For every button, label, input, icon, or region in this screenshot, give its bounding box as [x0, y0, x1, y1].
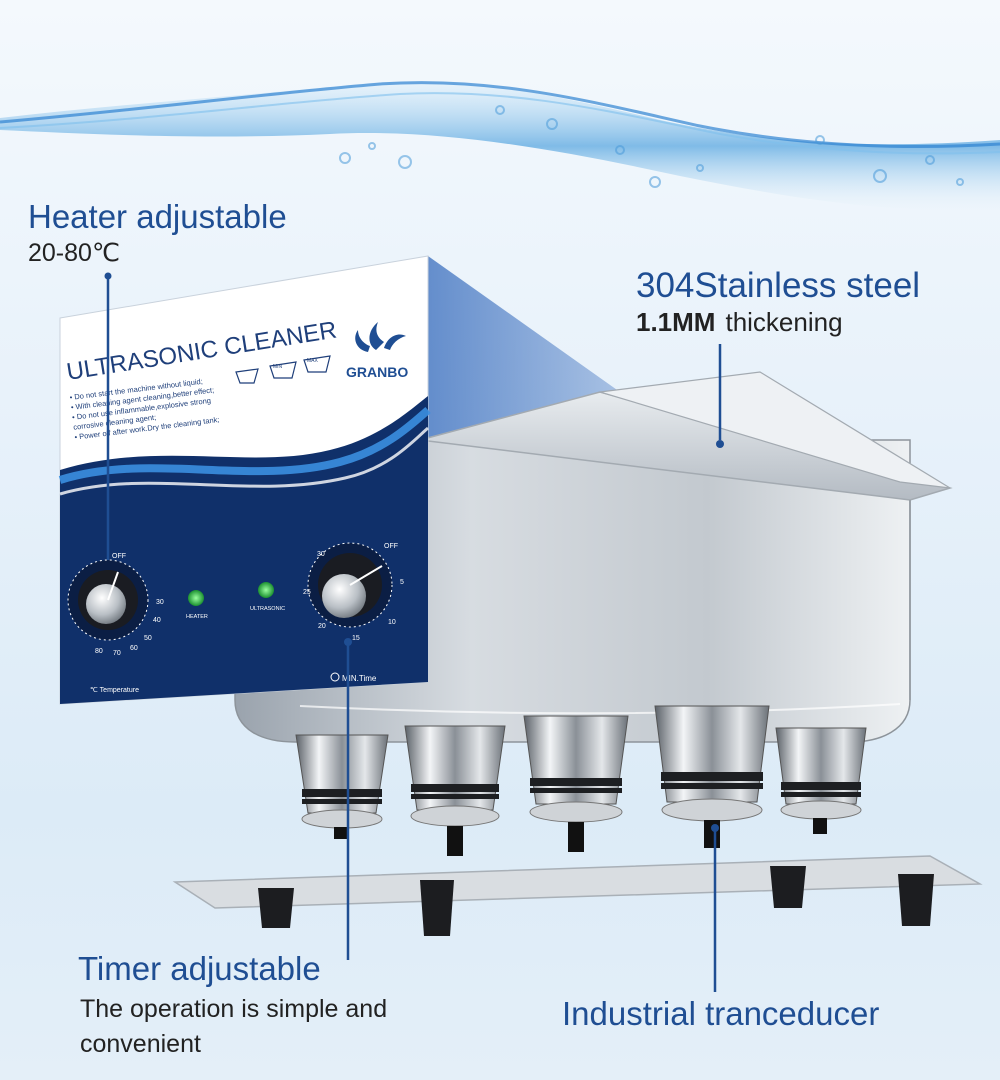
temp-mark: 70 [113, 650, 121, 657]
transducer [654, 705, 770, 848]
steel-thickness-suffix: thickening [725, 307, 843, 337]
temperature-dial[interactable]: OFF 30 40 50 60 70 80 [67, 553, 164, 657]
timer-mark: 20 [318, 623, 326, 630]
temperature-label: ℃ Temperature [90, 687, 139, 694]
clock-icon [330, 672, 340, 682]
water-wave [0, 81, 1000, 211]
temp-mark: 30 [156, 599, 164, 606]
level-min-label: MIN [273, 364, 283, 370]
steel-callout-subtitle: 1.1MM thickening [636, 307, 843, 338]
timer-mark: 5 [400, 579, 404, 586]
timer-callout-description: The operation is simple and convenient [80, 995, 388, 1058]
timer-mark: 30 [317, 551, 325, 558]
steel-callout-title: 304Stainless steel [636, 266, 921, 305]
timer-mark: 10 [388, 619, 396, 626]
base-plate [172, 855, 983, 909]
transducer [295, 734, 389, 839]
heater-callout-title: Heater adjustable [28, 198, 287, 235]
temperature-knob[interactable] [86, 584, 126, 624]
steel-thickness-value: 1.1MM [636, 307, 716, 337]
heater-led [188, 590, 204, 606]
transducer-callout-title: Industrial tranceducer [562, 995, 880, 1032]
transducer [775, 727, 867, 834]
ultrasonic-led [258, 582, 274, 598]
timer-mark: 25 [303, 589, 311, 596]
transducer [404, 725, 506, 856]
temp-mark: 50 [144, 635, 152, 642]
callout-dots [104, 272, 724, 832]
transducer-array [295, 705, 867, 856]
level-max-label: MAX [307, 358, 319, 364]
temp-off-label: OFF [112, 553, 126, 560]
ultrasonic-led-label: ULTRASONIC [250, 606, 285, 612]
timer-callout-title: Timer adjustable [78, 950, 321, 987]
temp-mark: 40 [153, 617, 161, 624]
panel-brand: GRANBO [346, 364, 408, 380]
temp-mark: 60 [130, 645, 138, 652]
brand-logo [355, 322, 406, 352]
base-feet [258, 866, 934, 936]
warning-list: • Do not start the machine without liqui… [69, 377, 220, 442]
timer-knob[interactable] [322, 574, 366, 618]
heater-callout-range: 20-80℃ [28, 239, 121, 267]
control-panel: ULTRASONIC CLEANER GRANBO • Do not start… [58, 255, 431, 705]
temp-mark: 80 [95, 648, 103, 655]
callout-lines [106, 276, 722, 992]
heater-led-label: HEATER [186, 614, 208, 620]
timer-dial[interactable]: OFF 5 10 15 20 25 30 [303, 542, 404, 642]
timer-off-label: OFF [384, 543, 398, 550]
timer-mark: 15 [352, 635, 360, 642]
transducer [523, 715, 629, 852]
water-level-icons [235, 355, 331, 384]
time-label: MIN.Time [342, 674, 377, 683]
